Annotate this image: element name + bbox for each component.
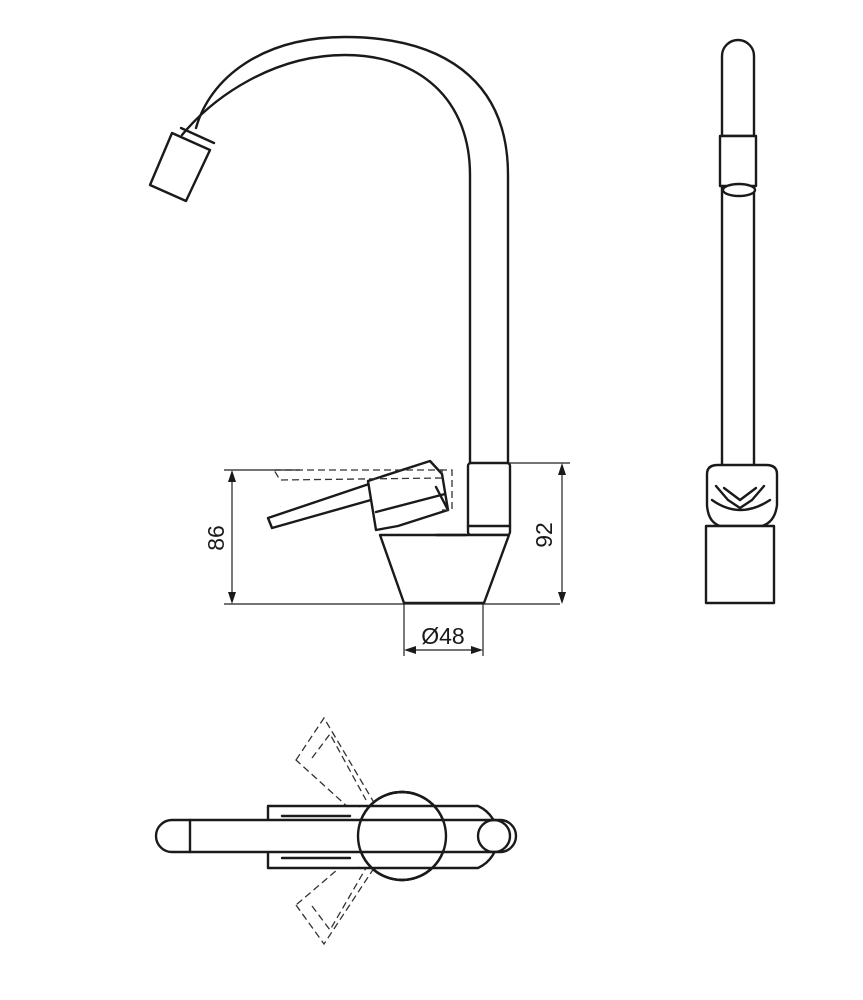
side-view <box>704 38 779 605</box>
dimension-label-diameter: Ø48 <box>421 623 464 649</box>
side-spout <box>720 38 756 468</box>
side-base <box>704 524 776 605</box>
top-view <box>154 716 518 946</box>
lever-handle <box>266 481 380 530</box>
lever-alt-position <box>272 469 443 481</box>
aerator-nozzle <box>148 131 212 203</box>
dimension-diameter-48: Ø48 <box>403 604 484 656</box>
dimension-label-86: 86 <box>203 525 229 551</box>
top-spout <box>154 818 518 854</box>
side-aerator <box>718 134 758 188</box>
side-handle <box>705 463 779 528</box>
front-view: 86 92 Ø48 <box>148 35 570 656</box>
dimension-92: 92 <box>508 462 570 604</box>
dimension-86: 86 <box>203 469 560 605</box>
mixer-body <box>378 533 511 605</box>
spout-tube-inner <box>194 35 510 465</box>
lever-rotation-upper <box>295 716 377 819</box>
spout-collar <box>466 461 512 537</box>
top-body-front <box>356 790 448 882</box>
dimension-label-92: 92 <box>531 522 557 548</box>
spout-tube <box>180 53 472 465</box>
